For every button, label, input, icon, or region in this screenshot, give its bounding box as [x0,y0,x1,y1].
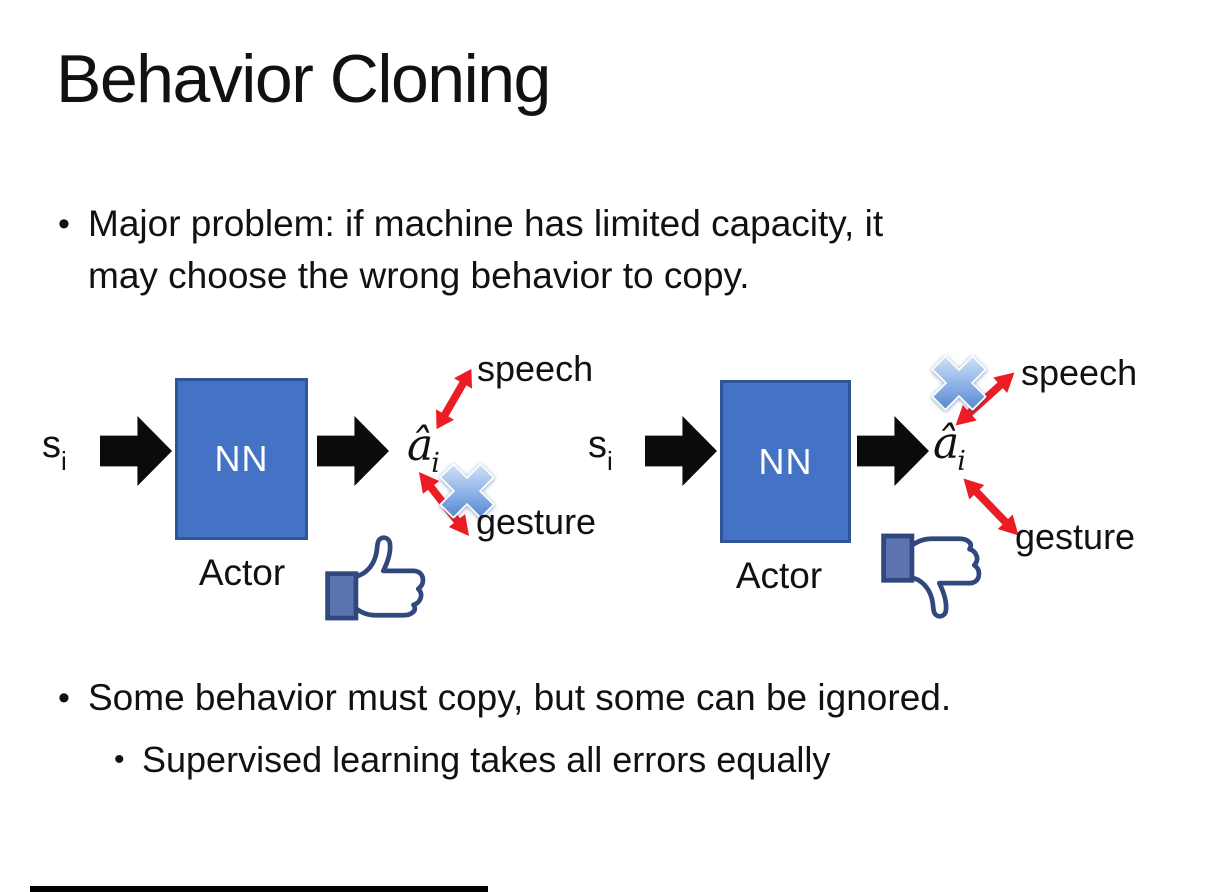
output-label-ahat-right: âi [933,418,966,477]
block-arrow-icon [857,416,929,486]
double-arrow-speech-icon [425,361,484,436]
bullet-item-supervised-learning: • Supervised learning takes all errors e… [114,734,1164,786]
nn-label: NN [758,440,813,482]
nn-box-right: NN [720,380,851,543]
gesture-label-left: gesture [476,501,597,542]
page-title: Behavior Cloning [56,41,551,117]
thumbs-down-icon [877,531,995,623]
bullet-item-major-problem: • Major problem: if machine has limited … [58,198,1088,302]
double-arrow-gesture-icon [953,468,1029,545]
actor-caption-left: Actor [198,552,286,593]
cross-out-icon [437,461,497,526]
nn-box-left: NN [175,378,308,540]
output-label-ahat-left: âi [407,420,440,479]
cutoff-bar [30,886,488,892]
nn-label: NN [214,438,269,479]
bullet-text: Major problem: if machine has limited ca… [88,203,884,296]
input-label-si-left: si [42,424,67,476]
bullet-item-some-behavior: • Some behavior must copy, but some can … [58,672,1178,724]
block-arrow-icon [100,416,172,486]
bullet-dot: • [58,679,70,717]
bullet-dot: • [58,205,70,243]
gesture-label-right: gesture [1015,516,1136,557]
bullet-dot: • [114,743,125,776]
block-arrow-icon [317,416,389,486]
input-label-si-right: si [588,424,613,476]
thumbs-up-icon [321,531,439,623]
block-arrow-icon [645,416,717,486]
cross-out-icon [929,353,989,418]
speech-label-right: speech [1021,352,1138,393]
bullet-text: Supervised learning takes all errors equ… [142,739,831,780]
speech-label-left: speech [477,348,594,389]
bullet-text: Some behavior must copy, but some can be… [88,677,952,718]
actor-caption-right: Actor [735,555,823,596]
double-arrow-speech-icon [946,362,1024,436]
